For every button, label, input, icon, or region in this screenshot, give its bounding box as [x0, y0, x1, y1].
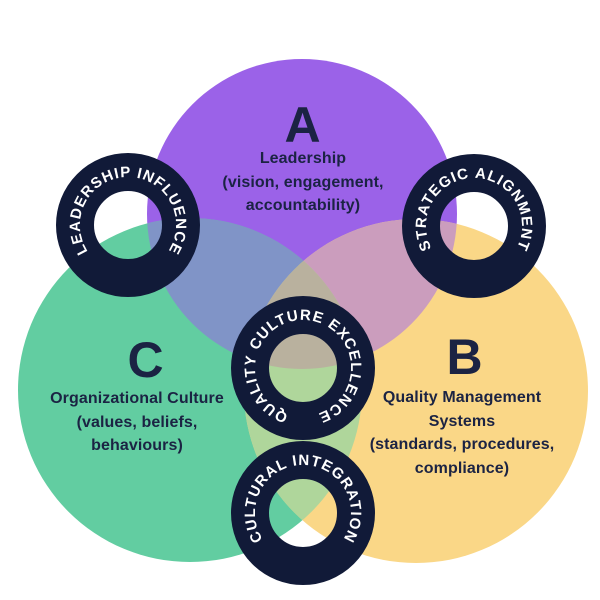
- circle-c-line-3: behaviours): [91, 437, 183, 454]
- circle-a-line-1: Leadership: [259, 150, 347, 167]
- circle-b-letter: B: [446, 329, 484, 385]
- badge-ring-cultural-integration: [231, 441, 375, 585]
- circle-a-letter: A: [284, 97, 322, 153]
- circle-a-description: Leadership (vision, engagement, accounta…: [153, 147, 453, 218]
- circle-c-description: Organizational Culture (values, beliefs,…: [0, 387, 287, 458]
- circle-b-line-3: (standards, procedures,: [369, 436, 555, 453]
- circle-b-line-2: Systems: [428, 412, 496, 430]
- circle-b-description: Quality Management Systems (standards, p…: [312, 386, 600, 480]
- badge-ring-leadership-influence: [56, 153, 200, 297]
- circle-b-line-4: compliance): [414, 459, 510, 477]
- circle-c-line-2: (values, beliefs,: [76, 413, 198, 431]
- badge-ring-strategic-alignment: [402, 154, 546, 298]
- circle-a-line-3: accountability): [245, 197, 361, 214]
- circle-b-line-1: Quality Management: [382, 389, 542, 406]
- overlap-a-b: [244, 219, 457, 369]
- overlap-a-c: [147, 218, 362, 369]
- badge-ring-quality-culture-excellence: [231, 296, 375, 440]
- circle-c-line-1: Organizational Culture: [50, 390, 224, 407]
- circle-c-letter: C: [127, 332, 165, 388]
- circle-a-line-2: (vision, engagement,: [222, 173, 384, 191]
